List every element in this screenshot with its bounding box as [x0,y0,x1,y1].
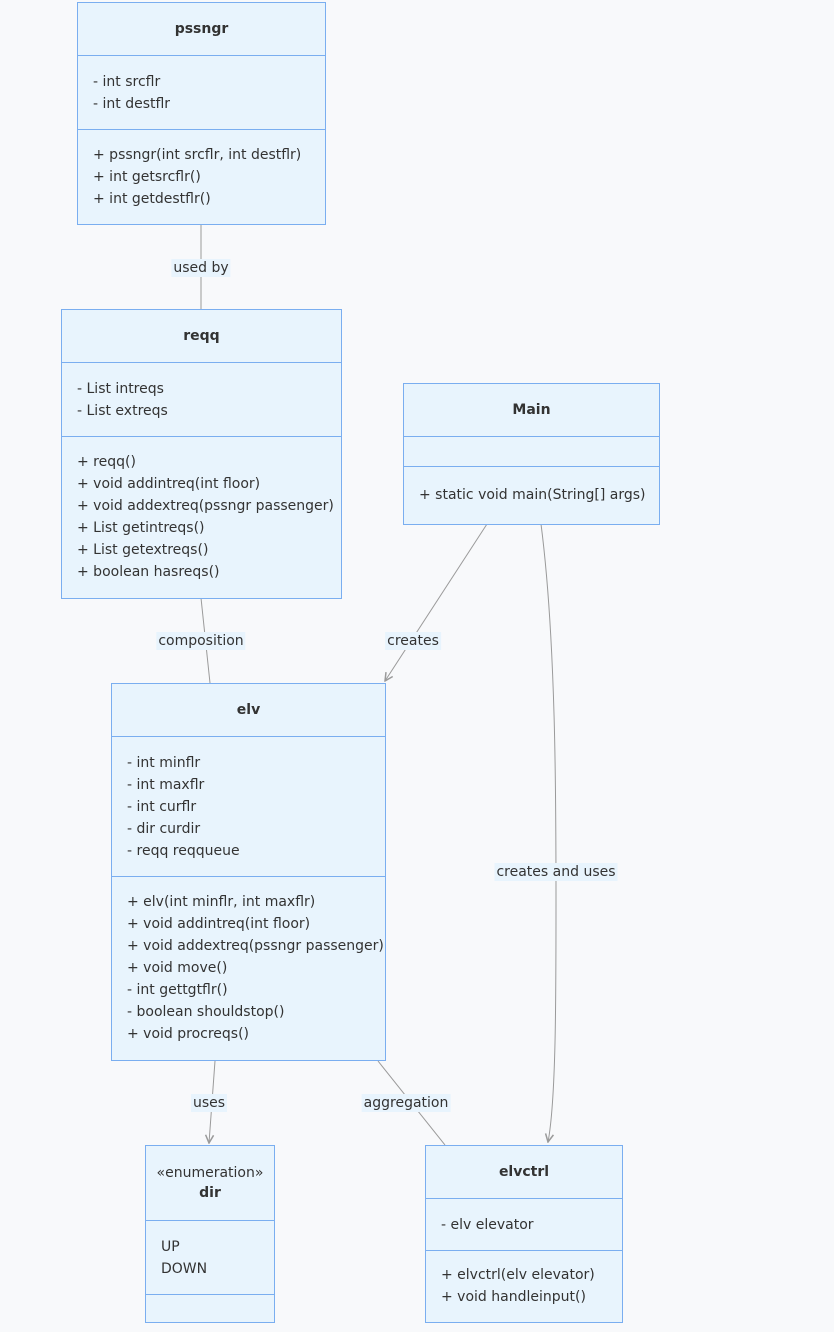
attribute: - List extreqs [77,402,168,419]
class-elvctrl[interactable]: elvctrl - elv elevator + elvctrl(elv ele… [425,1145,623,1323]
methods-section: + elvctrl(elv elevator) + void handleinp… [426,1250,622,1321]
class-name: pssngr [174,21,229,37]
attributes-section [404,436,659,466]
label-uses: uses [190,1094,228,1112]
attribute: - elv elevator [441,1216,534,1233]
methods-section: + static void main(String[] args) [404,466,659,523]
edge-main-elv [385,523,488,681]
method: + void handleinput() [441,1289,586,1305]
class-dir[interactable]: «enumeration» dir UP DOWN [145,1145,275,1323]
class-dir-header: «enumeration» dir [146,1146,274,1220]
method: + int getsrcflr() [93,168,201,185]
attribute: - int curflr [127,798,197,815]
method: + int getdestflr() [93,190,211,207]
method: + List getextreqs() [77,542,209,558]
class-pssngr[interactable]: pssngr - int srcflr - int destflr + pssn… [77,2,326,225]
class-name: dir [199,1185,221,1201]
label-aggregation: aggregation [361,1094,451,1112]
attributes-section: - elv elevator [426,1198,622,1250]
attributes-section: - int srcflr - int destflr [78,55,325,129]
method: + void procreqs() [127,1026,250,1042]
class-elv[interactable]: elv - int minflr - int maxflr - int curf… [111,683,386,1061]
class-main-header: Main [404,384,659,436]
class-pssngr-header: pssngr [78,3,325,55]
method: + void addextreq(pssngr passenger) [77,498,334,514]
method: + void move() [127,960,228,976]
method: + boolean hasreqs() [77,564,220,580]
attributes-section: UP DOWN [146,1220,274,1294]
attribute: - int minflr [127,754,201,771]
method: + elvctrl(elv elevator) [441,1267,595,1283]
attribute: - reqq reqqueue [127,842,240,859]
label-creates-and-uses: creates and uses [494,863,618,881]
method: + void addextreq(pssngr passenger) [127,938,384,954]
method: - boolean shouldstop() [127,1004,285,1020]
enum-value: DOWN [161,1260,208,1277]
methods-section: + pssngr(int srcflr, int destflr) + int … [78,129,325,223]
attributes-section: - List intreqs - List extreqs [62,362,341,436]
class-name: reqq [183,328,220,344]
method: - int gettgtflr() [127,982,228,998]
class-name: elv [236,702,261,718]
class-elvctrl-header: elvctrl [426,1146,622,1198]
method: + elv(int minflr, int maxflr) [127,894,316,910]
attribute: - dir curdir [127,820,201,837]
attribute: - int destflr [93,95,171,112]
class-name: Main [512,402,551,418]
method: + void addintreq(int floor) [127,916,311,932]
attribute: - List intreqs [77,380,164,397]
class-reqq-header: reqq [62,310,341,362]
method: + pssngr(int srcflr, int destflr) [93,146,302,163]
class-elv-header: elv [112,684,385,736]
stereotype-label: «enumeration» [156,1165,264,1181]
label-creates: creates [385,632,441,650]
class-name: elvctrl [498,1164,550,1180]
methods-section: + reqq() + void addintreq(int floor) + v… [62,436,341,597]
label-used-by: used by [171,259,231,277]
label-composition: composition [156,632,246,650]
class-reqq[interactable]: reqq - List intreqs - List extreqs + req… [61,309,342,599]
method: + void addintreq(int floor) [77,476,261,492]
methods-section: + elv(int minflr, int maxflr) + void add… [112,876,385,1059]
method: + reqq() [77,454,136,470]
edge-main-elvctrl [540,523,557,1142]
methods-section [146,1294,274,1321]
method: + List getintreqs() [77,520,205,536]
attribute: - int srcflr [93,73,161,90]
enum-value: UP [161,1238,180,1255]
method: + static void main(String[] args) [419,487,646,503]
attributes-section: - int minflr - int maxflr - int curflr -… [112,736,385,876]
class-main[interactable]: Main + static void main(String[] args) [403,383,660,525]
attribute: - int maxflr [127,776,205,793]
